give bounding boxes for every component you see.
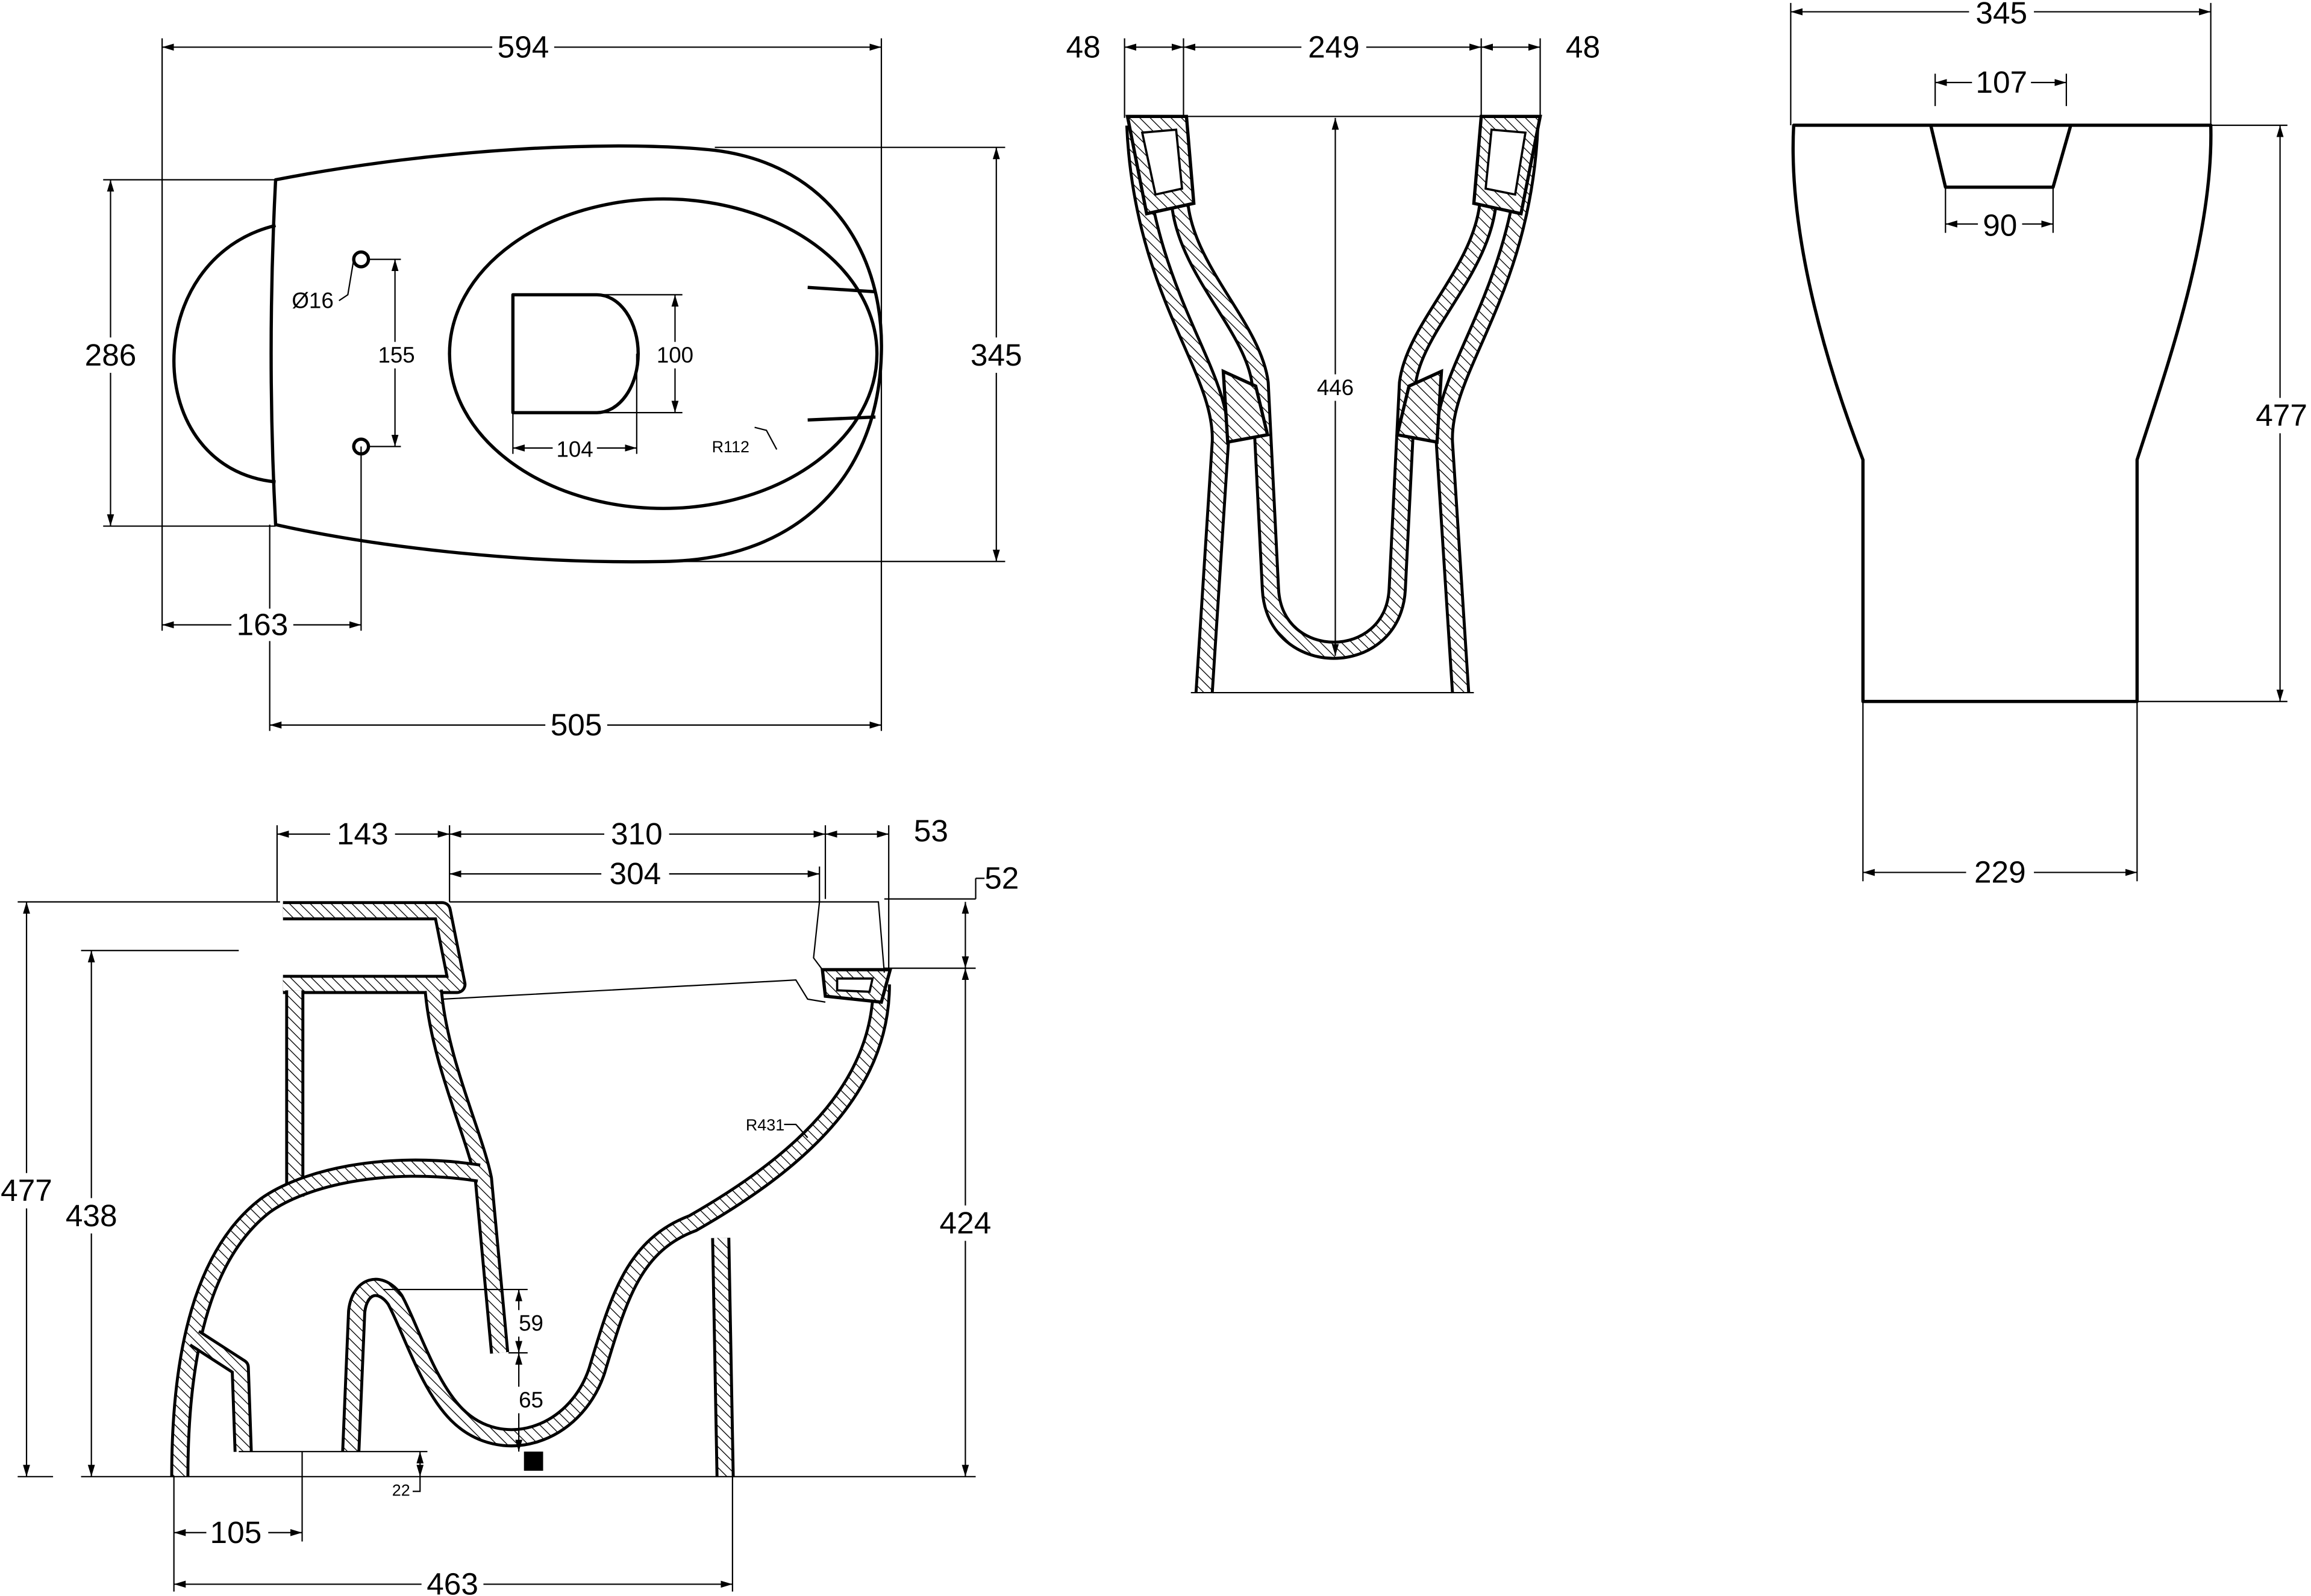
dim-label-slot-bottom: 90 xyxy=(1983,208,2017,243)
side-view: 345 107 90 477 229 xyxy=(1790,0,2311,890)
dim-label-rim-height: 424 xyxy=(940,1205,992,1240)
dim-label-bowl-width: 249 xyxy=(1308,29,1360,64)
top-view: 594 286 345 163 505 155 Ø16 100 104 R112 xyxy=(77,29,1031,742)
dim-label-height: 477 xyxy=(2256,397,2307,432)
dim-label-pan-length: 505 xyxy=(551,707,602,742)
dim-label-top-length: 310 xyxy=(611,816,663,851)
dim-label-depth: 286 xyxy=(85,337,137,372)
dim-label-total-height: 477 xyxy=(1,1173,52,1208)
pan-outline xyxy=(269,144,883,564)
hinge-area xyxy=(807,285,876,422)
dim-label-bowl-radius: R112 xyxy=(712,438,749,456)
dim-label-rim-drop: 52 xyxy=(984,860,1019,895)
dim-label-trap-seal: 59 xyxy=(519,1311,543,1336)
dim-label-outlet-width: 100 xyxy=(657,343,693,367)
dim-label-rim-overhang: 53 xyxy=(914,813,948,848)
dim-label-rim-right: 48 xyxy=(1566,29,1600,64)
cistern-outline xyxy=(172,223,277,484)
dim-label-tank-depth: 143 xyxy=(337,816,389,851)
dim-label-hole-offset: 163 xyxy=(237,607,289,642)
dim-label-slot-top: 107 xyxy=(1975,64,2027,99)
seat-slot xyxy=(1929,125,2072,189)
dim-label-hole-spacing: 155 xyxy=(378,343,414,367)
dim-label-trap-gap: 65 xyxy=(519,1388,543,1412)
dim-label-tank-height: 438 xyxy=(66,1198,117,1233)
fixing-hole-top xyxy=(352,250,371,269)
side-section: 143 310 53 304 52 424 477 438 105 463 22… xyxy=(0,813,1019,1596)
dim-label-outlet-length: 104 xyxy=(557,437,593,462)
dim-label-base-length: 463 xyxy=(427,1566,478,1596)
dim-label-outlet-center: 105 xyxy=(210,1515,262,1550)
dim-label-top-width: 345 xyxy=(1975,0,2027,30)
dim-label-hole-diameter: Ø16 xyxy=(292,288,333,313)
bowl-opening xyxy=(448,197,879,510)
dim-label-overall-length: 594 xyxy=(498,29,549,64)
dim-label-rim-left: 48 xyxy=(1066,29,1101,64)
dim-label-width: 345 xyxy=(971,337,1022,372)
front-section: 48 249 48 446 xyxy=(1066,29,1600,694)
dim-label-base-width: 229 xyxy=(1974,855,2026,890)
dim-label-bowl-opening: 304 xyxy=(610,856,661,891)
dim-label-bowl-radius: R431 xyxy=(746,1116,784,1134)
dim-label-outlet-height: 22 xyxy=(392,1482,410,1500)
outlet-shape xyxy=(511,293,640,414)
dim-label-bowl-depth: 446 xyxy=(1317,375,1354,400)
